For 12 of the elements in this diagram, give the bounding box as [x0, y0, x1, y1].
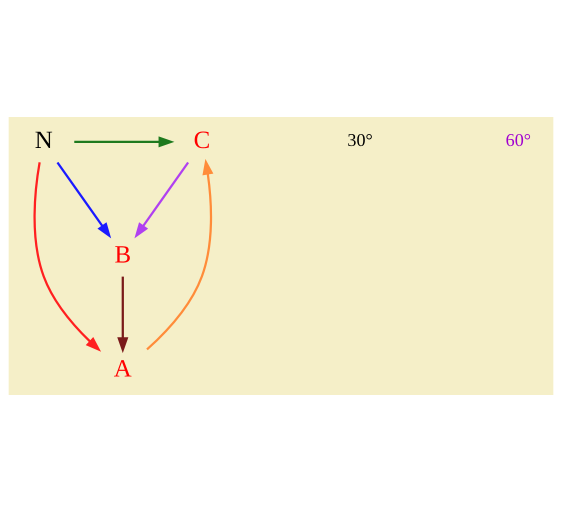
arrow — [33, 162, 102, 352]
arrow — [56, 161, 112, 238]
node-text: B — [114, 240, 132, 268]
arrow — [146, 158, 214, 350]
label: 30° — [347, 130, 373, 150]
node-text: N — [34, 126, 53, 154]
arrow — [134, 161, 190, 238]
node-text: C — [194, 126, 210, 154]
node-text: A — [114, 354, 132, 382]
arrow — [117, 276, 128, 353]
arrow — [74, 136, 174, 147]
label: 60° — [506, 130, 531, 150]
